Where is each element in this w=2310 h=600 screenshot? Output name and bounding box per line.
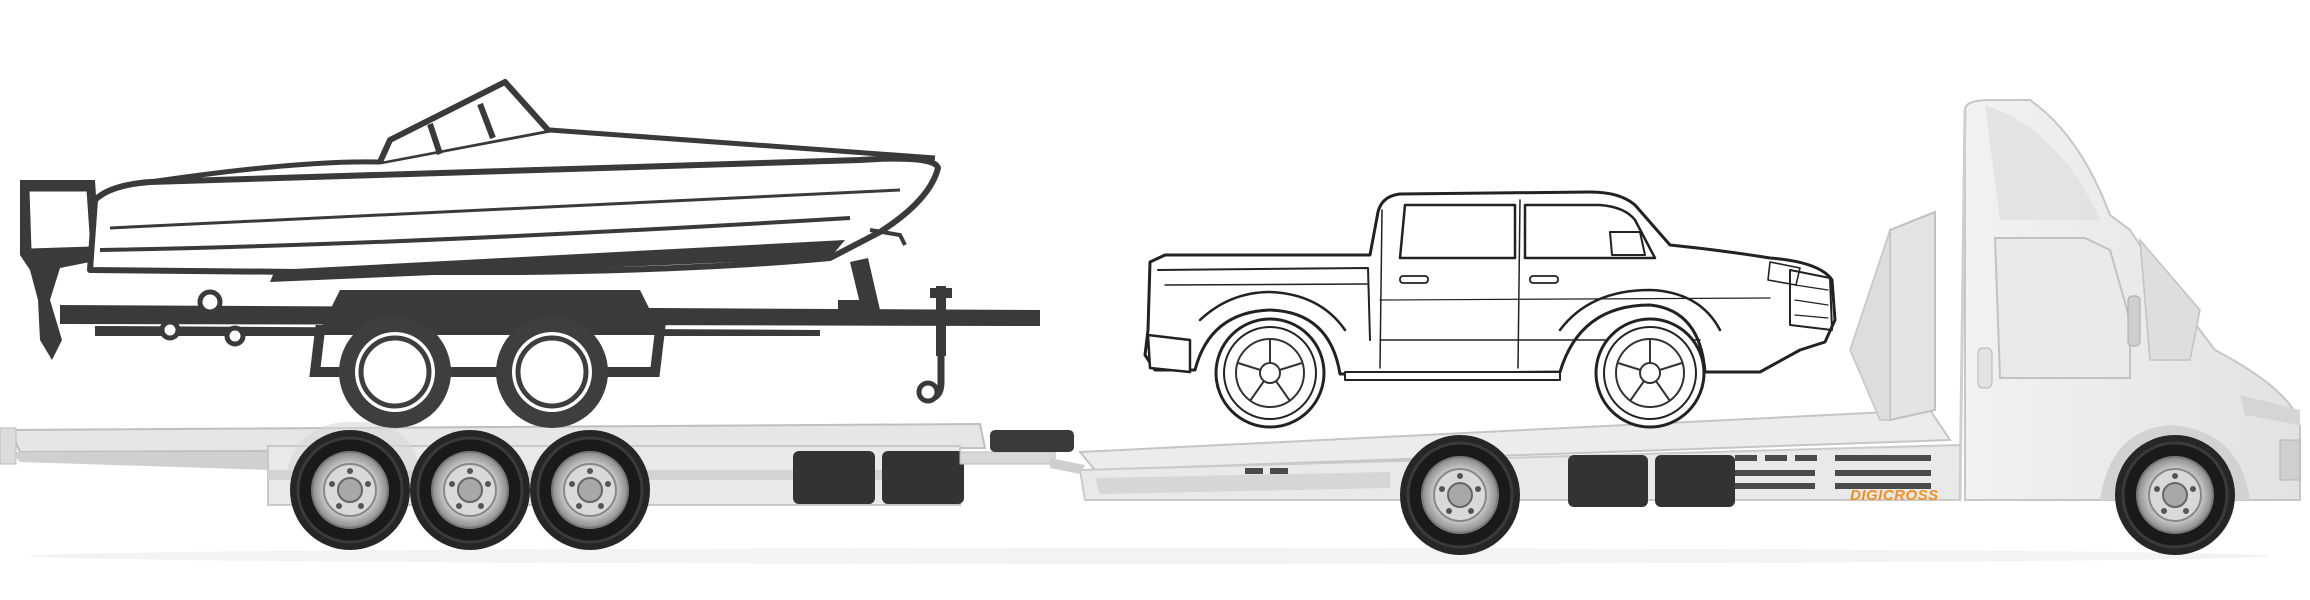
- brand-label: DIGICROSS: [1850, 487, 1939, 504]
- tow-truck-wheel-front: [2113, 433, 2237, 557]
- trailer-wheel-1: [288, 428, 412, 552]
- trailer-wheel-2: [408, 428, 532, 552]
- tow-truck-icon: DIGICROSS: [1077, 99, 2301, 557]
- ground-shadow: [30, 548, 2270, 564]
- boat-trailer-icon: [60, 258, 1040, 428]
- pickup-wheel-front: [1594, 317, 1706, 429]
- boat-trailer-wheel-1: [339, 316, 451, 428]
- speedboat-icon: [20, 79, 941, 360]
- pickup-wheel-rear: [1214, 317, 1326, 429]
- flatbed-trailer-icon: [0, 421, 1085, 552]
- trailer-wheel-3: [528, 428, 652, 552]
- boat-trailer-wheel-2: [496, 316, 608, 428]
- tow-truck-wheel-rear: [1398, 433, 1522, 557]
